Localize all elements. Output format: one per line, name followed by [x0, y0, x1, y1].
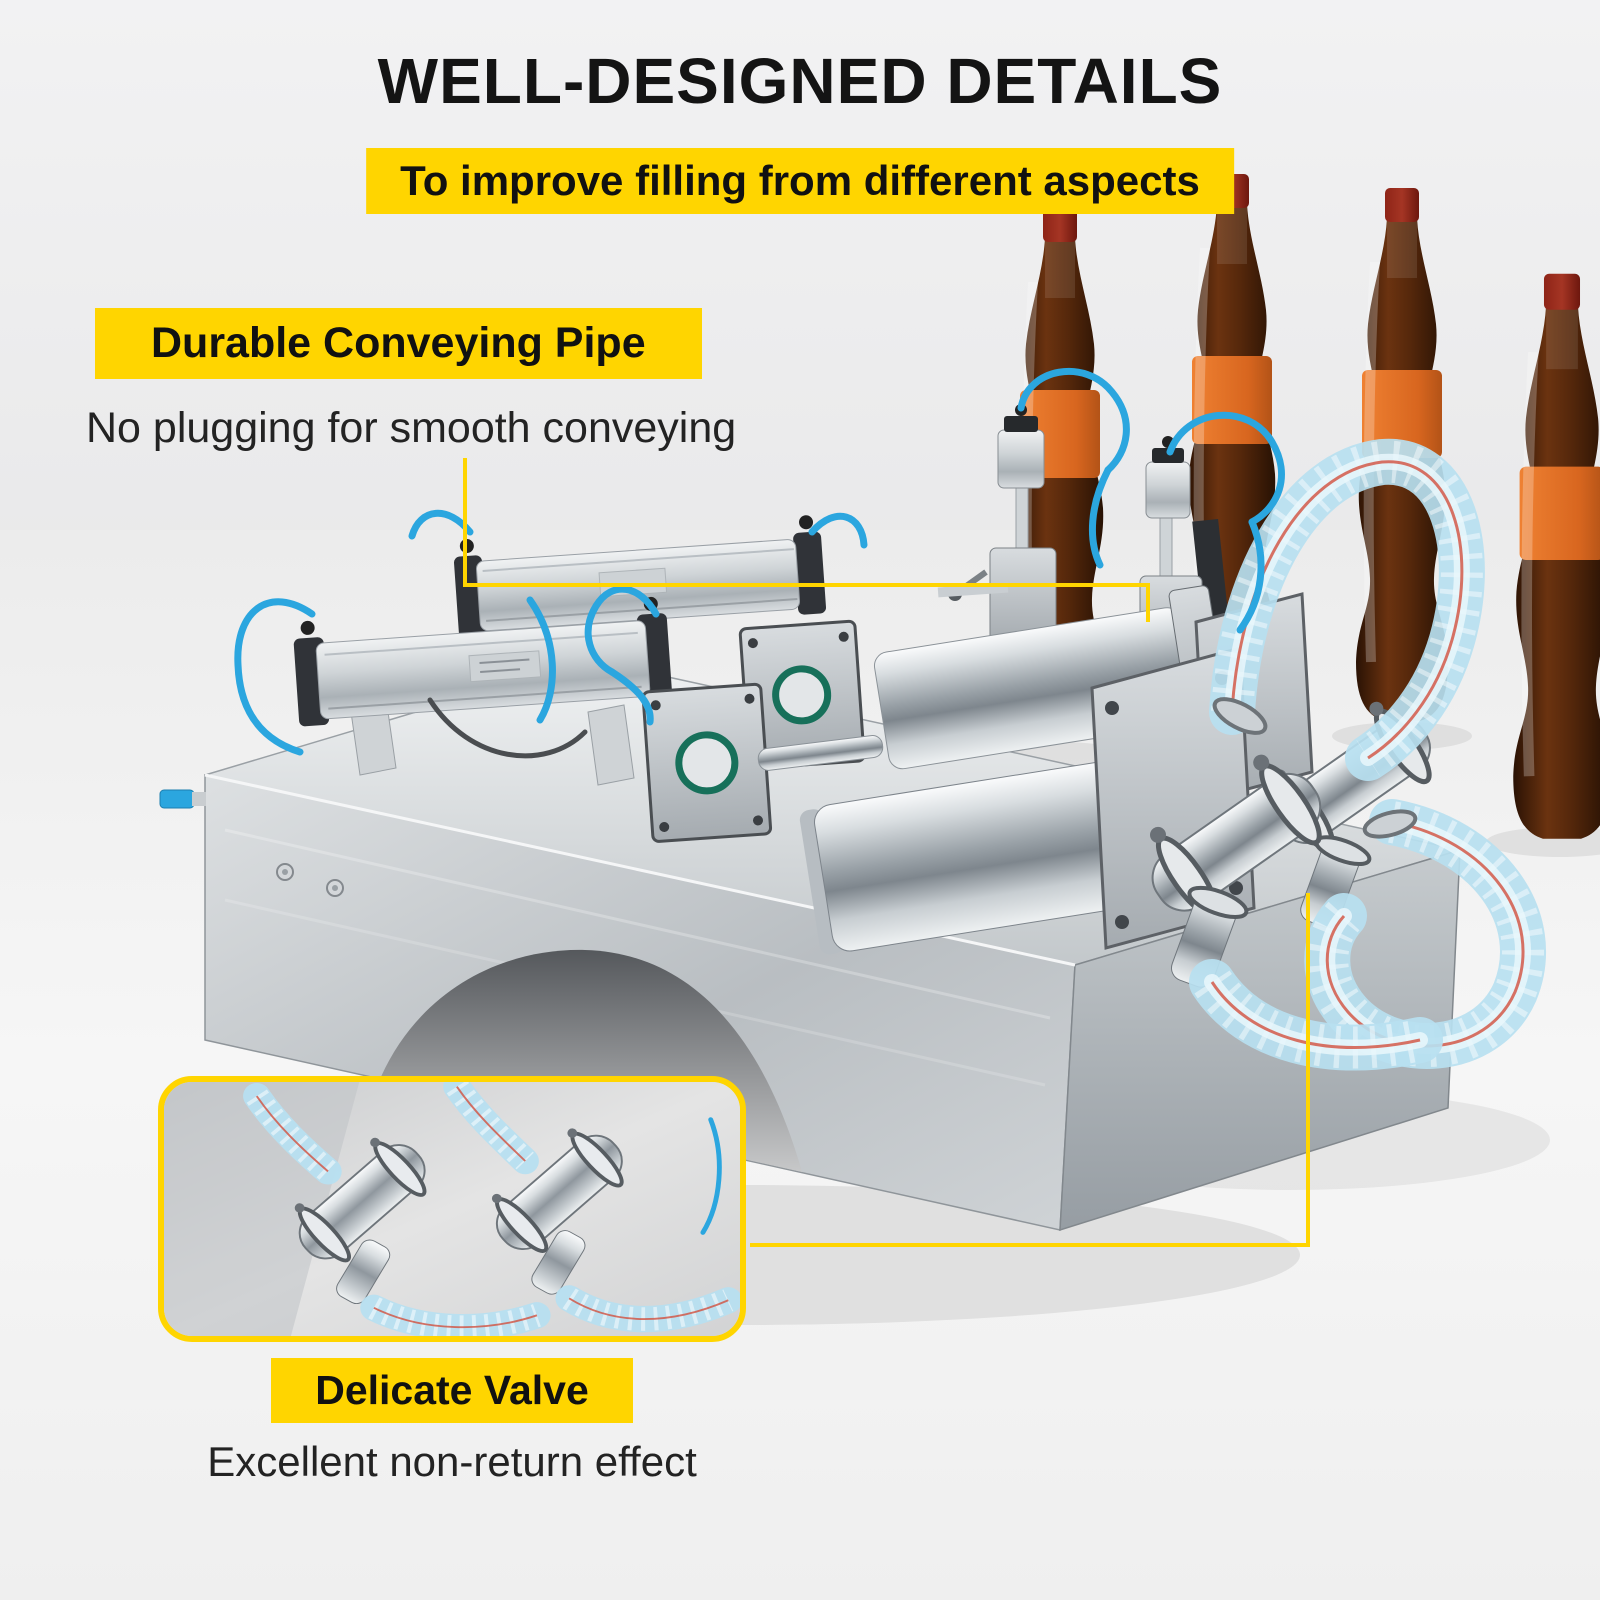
- conveying-pipe-description: No plugging for smooth conveying: [86, 404, 737, 452]
- closeup-valve-right: [491, 1128, 624, 1253]
- air-cylinder-front: [293, 596, 673, 727]
- callout-line-conveying-pipe: [463, 458, 1150, 622]
- page-title: WELL-DESIGNED DETAILS: [377, 45, 1223, 117]
- callout-line-valve: [750, 893, 1310, 1247]
- valve-label: Delicate Valve: [271, 1358, 633, 1423]
- cable: [427, 697, 588, 759]
- hose-clamp: [1362, 809, 1418, 839]
- hose-clamp: [1212, 697, 1268, 735]
- pneumatic-tubes: [234, 367, 1285, 756]
- conveying-hoses: [1189, 438, 1546, 1071]
- cylinder-pedestal: [587, 704, 635, 786]
- valve-closeup-inset: [158, 1076, 746, 1342]
- closeup-valve-left: [294, 1137, 427, 1263]
- valve-outlet-front: [1170, 885, 1249, 988]
- air-inlet-fitting: [159, 789, 195, 809]
- flange-plate-front: [641, 682, 773, 843]
- valve-description: Excellent non-return effect: [207, 1438, 697, 1485]
- front-product-cylinder: [799, 757, 1159, 955]
- flange-plate-rear: [738, 619, 866, 770]
- conveying-pipe-label: Durable Conveying Pipe: [95, 308, 702, 379]
- piston-rod: [757, 735, 884, 771]
- page-subtitle: To improve filling from different aspect…: [366, 148, 1234, 214]
- valve-closeup-illustration: [164, 1082, 740, 1336]
